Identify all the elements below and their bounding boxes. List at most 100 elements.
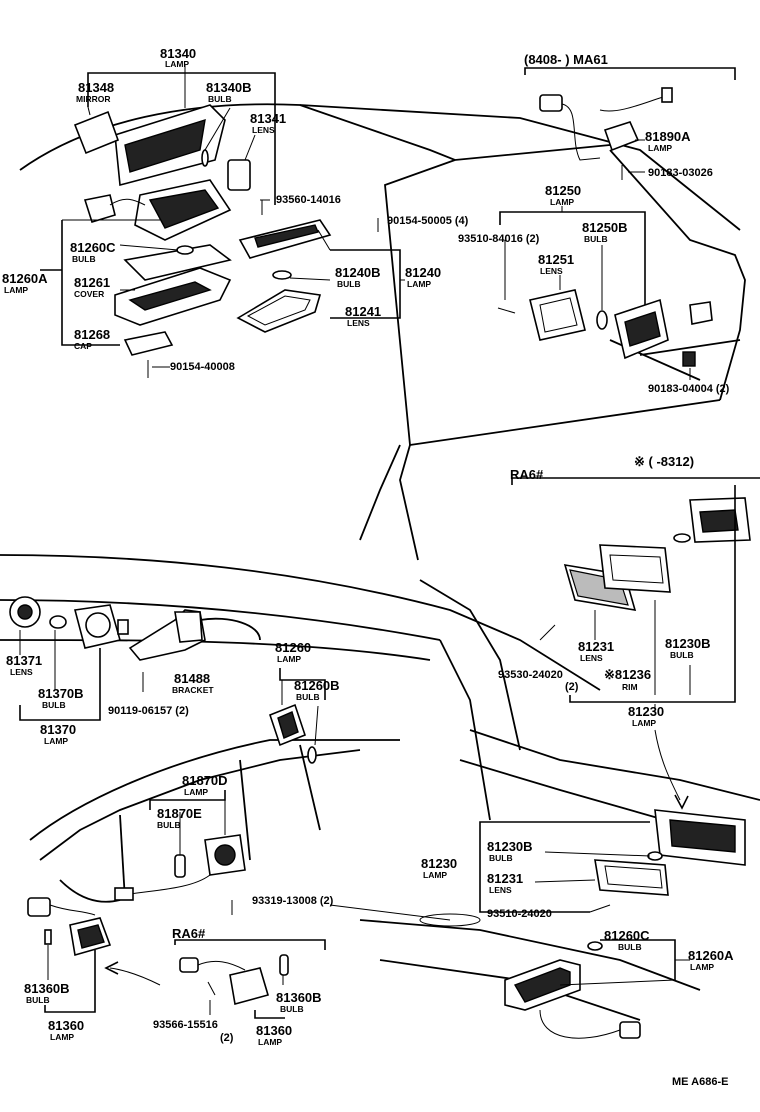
label-81360-right-num: 81360: [256, 1023, 292, 1038]
label-93530-24020-qty: (2): [565, 681, 579, 693]
label-81268-desc: CAP: [74, 341, 92, 351]
label-81890A-num: 81890A: [645, 129, 691, 144]
label-81260C-bot-num: 81260C: [604, 928, 650, 943]
label-81241-num: 81241: [345, 304, 381, 319]
label-81260C-bot-desc: BULB: [618, 942, 642, 952]
label-81341-desc: LENS: [252, 125, 275, 135]
lamp-81360-right: [179, 954, 289, 1006]
lamp-81260A-bottom: [504, 941, 641, 1039]
label-81371-desc: LENS: [10, 667, 33, 677]
label-81370B-num: 81370B: [38, 686, 84, 701]
label-81236-desc: RIM: [622, 682, 638, 692]
lamp-81890A: [539, 87, 673, 180]
dome-lamp-81260A: [114, 244, 232, 378]
label-90154-50005: 90154-50005 (4): [387, 215, 469, 227]
label-81360B-left-num: 81360B: [24, 981, 70, 996]
label-90119-06157: 90119-06157 (2): [108, 705, 189, 717]
map-lamp-81340: [73, 104, 251, 241]
lamp-81360-left: [27, 897, 112, 957]
label-81260-mid-num: 81260: [275, 640, 311, 655]
label-93566-15516-num: 93566-15516: [153, 1019, 218, 1031]
label-81870D-desc: LAMP: [184, 787, 208, 797]
label-81251-desc: LENS: [540, 266, 563, 276]
label-81250B-desc: BULB: [584, 234, 608, 244]
label-81236-num: ※81236: [604, 667, 651, 682]
label-93566-15516-qty: (2): [220, 1032, 234, 1044]
label-81340B-num: 81340B: [206, 80, 252, 95]
roof-outline: [19, 103, 746, 561]
label-81240B-desc: BULB: [337, 279, 361, 289]
lamp-81230-top: [539, 497, 751, 641]
label-81240-num: 81240: [405, 265, 441, 280]
label-81230B-bot-desc: BULB: [489, 853, 513, 863]
label-81890A-desc: LAMP: [648, 143, 672, 153]
label-90183-03026: 90183-03026: [648, 167, 713, 179]
label-81230-bot-desc: LAMP: [423, 870, 447, 880]
label-81360-right-desc: LAMP: [258, 1037, 282, 1047]
label-93319-13008: 93319-13008 (2): [252, 895, 334, 907]
label-81488-desc: BRACKET: [172, 685, 214, 695]
label-81340B-desc: BULB: [208, 94, 232, 104]
lamp-81370: [9, 596, 129, 649]
label-81260C-top-desc: BULB: [72, 254, 96, 264]
label-81230-bot-num: 81230: [421, 856, 457, 871]
room-lamp-81240: [236, 200, 379, 333]
label-81260B-mid-desc: BULB: [296, 692, 320, 702]
label-81260A-bot-desc: LAMP: [690, 962, 714, 972]
label-93510-24020: 93510-24020: [487, 908, 552, 920]
label-81260A-top-desc: LAMP: [4, 285, 28, 295]
lamp-81260-mid: [269, 703, 317, 764]
label-81348-num: 81348: [78, 80, 114, 95]
label-81371-num: 81371: [6, 653, 42, 668]
lamp-81870D: [114, 834, 246, 915]
label-93530-24020-num: 93530-24020: [498, 669, 563, 681]
label-81348-desc: MIRROR: [76, 94, 110, 104]
label-81488-num: 81488: [174, 671, 210, 686]
bracket-81488: [128, 609, 206, 692]
label-81870D-num: 81870D: [182, 773, 228, 788]
label-81260A-top-num: 81260A: [2, 271, 48, 286]
label-81230B-top-num: 81230B: [665, 636, 711, 651]
label-81268-num: 81268: [74, 327, 110, 342]
label-81230-top-num: 81230: [628, 704, 664, 719]
header-ra6-bottom: RA6#: [172, 926, 206, 941]
label-81340-desc: LAMP: [165, 59, 189, 69]
label-90183-04004: 90183-04004 (2): [648, 383, 730, 395]
label-81260A-bot-num: 81260A: [688, 948, 734, 963]
label-81250-num: 81250: [545, 183, 581, 198]
label-81231-top-num: 81231: [578, 639, 614, 654]
label-81231-bot-num: 81231: [487, 871, 523, 886]
label-81230B-bot-num: 81230B: [487, 839, 533, 854]
label-81370-desc: LAMP: [44, 736, 68, 746]
label-81260C-top-num: 81260C: [70, 240, 116, 255]
label-81870E-desc: BULB: [157, 820, 181, 830]
label-81870E-num: 81870E: [157, 806, 202, 821]
label-81251-num: 81251: [538, 252, 574, 267]
label-81360-left-num: 81360: [48, 1018, 84, 1033]
label-81241-desc: LENS: [347, 318, 370, 328]
label-81370B-desc: BULB: [42, 700, 66, 710]
label-93560-14016: 93560-14016: [276, 194, 341, 206]
label-81360B-left-desc: BULB: [26, 995, 50, 1005]
lamp-81250: [497, 289, 713, 367]
label-81250-desc: LAMP: [550, 197, 574, 207]
label-81360B-right-desc: BULB: [280, 1004, 304, 1014]
label-81341-num: 81341: [250, 111, 286, 126]
label-81230-top-desc: LAMP: [632, 718, 656, 728]
dashboard-outline: [0, 554, 760, 1021]
label-81231-top-desc: LENS: [580, 653, 603, 663]
label-81230B-top-desc: BULB: [670, 650, 694, 660]
label-81240B-num: 81240B: [335, 265, 381, 280]
label-81261-num: 81261: [74, 275, 110, 290]
label-81360-left-desc: LAMP: [50, 1032, 74, 1042]
label-81340-num: 81340: [160, 46, 196, 61]
header-star-range: ※ ( -8312): [634, 454, 694, 469]
header-ma61: (8408- ) MA61: [524, 52, 608, 67]
label-81250B-num: 81250B: [582, 220, 628, 235]
lamp-81230-bottom: [589, 809, 746, 913]
label-81261-desc: COVER: [74, 289, 104, 299]
label-81260-mid-desc: LAMP: [277, 654, 301, 664]
leader-lines: [19, 65, 760, 1019]
label-81360B-right-num: 81360B: [276, 990, 322, 1005]
